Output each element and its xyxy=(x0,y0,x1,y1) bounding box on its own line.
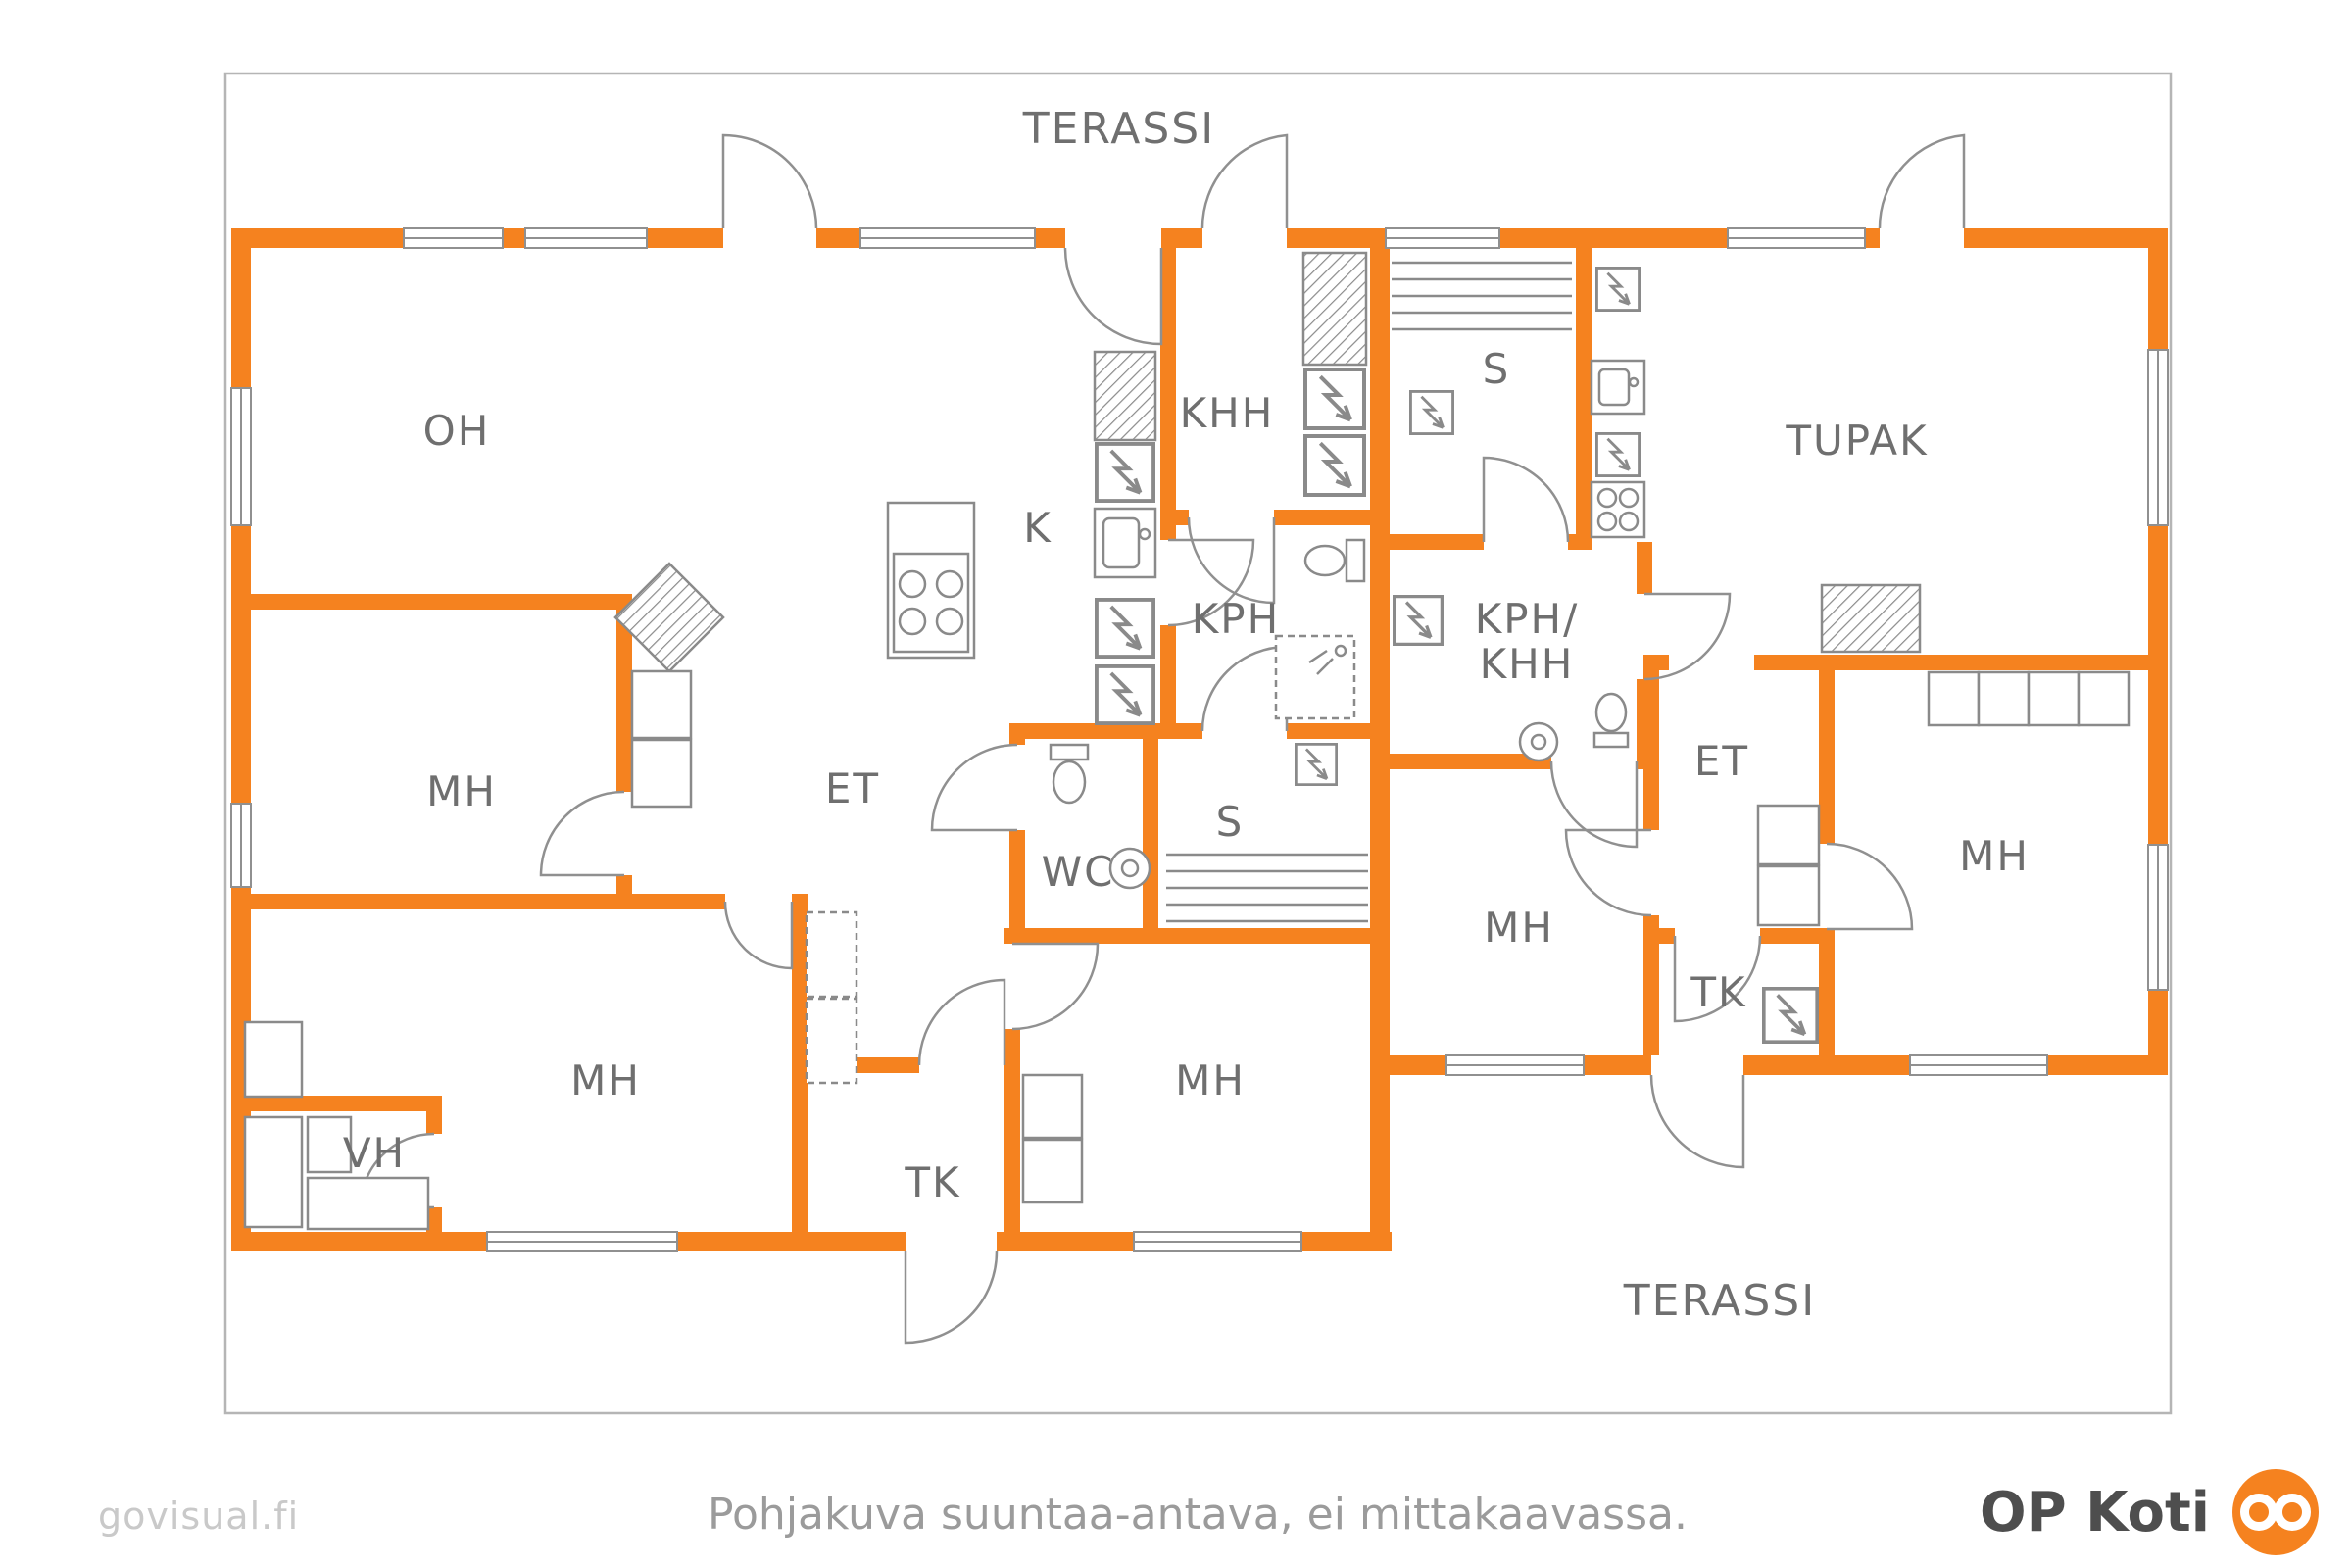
room-label-keittio: K xyxy=(1023,504,1053,552)
exterior-walls xyxy=(231,228,2168,1251)
closets xyxy=(243,583,2131,1231)
room-label-khh: KHH xyxy=(1180,389,1275,437)
window xyxy=(403,227,504,249)
room-label-mh-bottom-center: MH xyxy=(1175,1056,1246,1104)
window xyxy=(859,227,1036,249)
room-label-kph-khh-line2: KHH xyxy=(1480,640,1575,688)
footer: govisual.fi Pohjakuva suuntaa-antava, ei… xyxy=(98,1469,2319,1555)
kph-khh-fixtures xyxy=(1518,692,1630,762)
brand-text: OP Koti xyxy=(1980,1481,2210,1544)
watermark-text: govisual.fi xyxy=(98,1494,299,1538)
window xyxy=(1133,1231,1302,1252)
room-label-tk-right: TK xyxy=(1690,968,1746,1016)
room-label-et-right: ET xyxy=(1694,737,1749,785)
window xyxy=(486,1231,678,1252)
tupak-kitchenette xyxy=(1590,359,1646,539)
window xyxy=(2147,349,2169,526)
room-label-mh-center-right: MH xyxy=(1484,904,1554,952)
kph-left-fixtures xyxy=(1274,538,1366,720)
window xyxy=(524,227,648,249)
window xyxy=(1446,1054,1585,1076)
room-label-sauna-right: S xyxy=(1483,345,1511,393)
room-label-kph: KPH xyxy=(1192,595,1280,643)
windows xyxy=(230,227,2169,1252)
op-logo-icon xyxy=(2232,1469,2319,1555)
room-label-tupak: TUPAK xyxy=(1785,416,1928,465)
room-label-mh-bottom-left: MH xyxy=(570,1056,641,1104)
sauna-right-benches xyxy=(1392,261,1572,331)
sauna-left-benches xyxy=(1166,853,1368,923)
khh-appliances xyxy=(1301,251,1368,367)
doors xyxy=(359,133,1966,1345)
room-label-wc: WC xyxy=(1042,848,1115,896)
window xyxy=(230,387,252,526)
appliance-bolt-icons xyxy=(1097,267,1819,1045)
room-labels: TERASSI OH KHH S TUPAK K KPH KPH/ KHH MH… xyxy=(343,104,2030,1326)
room-label-oh: OH xyxy=(423,407,491,455)
kitchen-island xyxy=(886,501,976,660)
fixtures xyxy=(243,251,2131,1231)
room-label-terassi-bottom: TERASSI xyxy=(1623,1276,1816,1326)
room-label-et-left: ET xyxy=(825,764,880,812)
room-label-terassi-top: TERASSI xyxy=(1022,104,1215,154)
room-label-mh-left: MH xyxy=(426,767,497,815)
room-label-kph-khh-line1: KPH/ xyxy=(1475,595,1580,643)
window xyxy=(230,803,252,888)
window xyxy=(2147,844,2169,991)
room-label-mh-far-right: MH xyxy=(1959,832,2030,880)
room-label-tk-left: TK xyxy=(904,1158,960,1206)
kitchen-counter xyxy=(1093,350,1157,579)
wc-fixtures xyxy=(1049,743,1152,890)
disclaimer-text: Pohjakuva suuntaa-antava, ei mittakaavas… xyxy=(708,1490,1688,1540)
window xyxy=(1909,1054,2048,1076)
interior-walls xyxy=(231,248,2168,1251)
plan-frame xyxy=(223,72,2173,1415)
window xyxy=(1727,227,1866,249)
room-label-vh: VH xyxy=(343,1129,406,1177)
room-label-sauna-left: S xyxy=(1216,798,1245,846)
window xyxy=(1385,227,1500,249)
